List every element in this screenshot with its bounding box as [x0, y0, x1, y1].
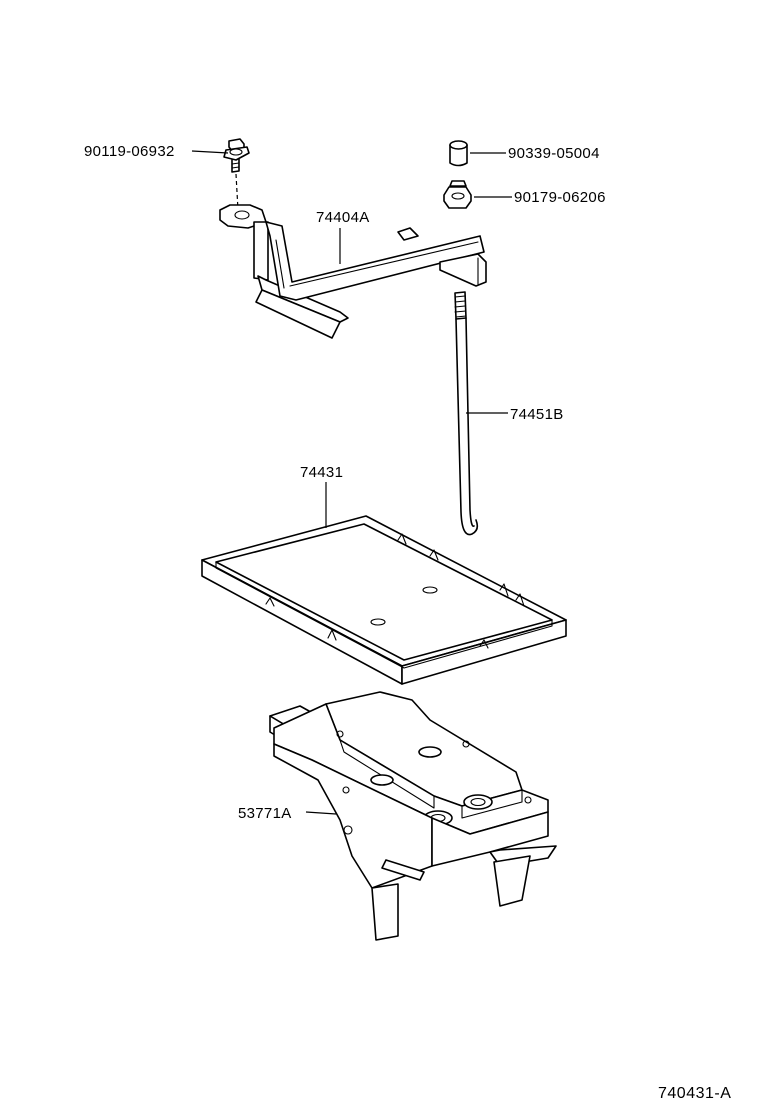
carrier-leader: [305, 811, 337, 815]
bolt-part-number[interactable]: 90119-06932: [84, 143, 175, 160]
clamp-part-number[interactable]: 74404A: [316, 209, 370, 226]
cap-part-number[interactable]: 90339-05004: [508, 145, 600, 162]
tray-part-number[interactable]: 74431: [300, 464, 343, 481]
rod-part-number[interactable]: 74451B: [510, 406, 564, 423]
cap-drawing[interactable]: [449, 140, 468, 167]
battery-clamp-drawing[interactable]: [219, 204, 487, 339]
battery-carrier-drawing[interactable]: [269, 691, 557, 941]
figure-code: 740431-A: [658, 1085, 731, 1102]
nut-drawing[interactable]: [443, 180, 472, 209]
carrier-part-number[interactable]: 53771A: [238, 805, 292, 822]
battery-tray-drawing[interactable]: [201, 515, 567, 685]
bolt-leader: [191, 150, 229, 154]
hold-down-rod-drawing[interactable]: [454, 291, 479, 536]
nut-part-number[interactable]: 90179-06206: [514, 189, 606, 206]
bolt-drawing[interactable]: [223, 138, 250, 211]
